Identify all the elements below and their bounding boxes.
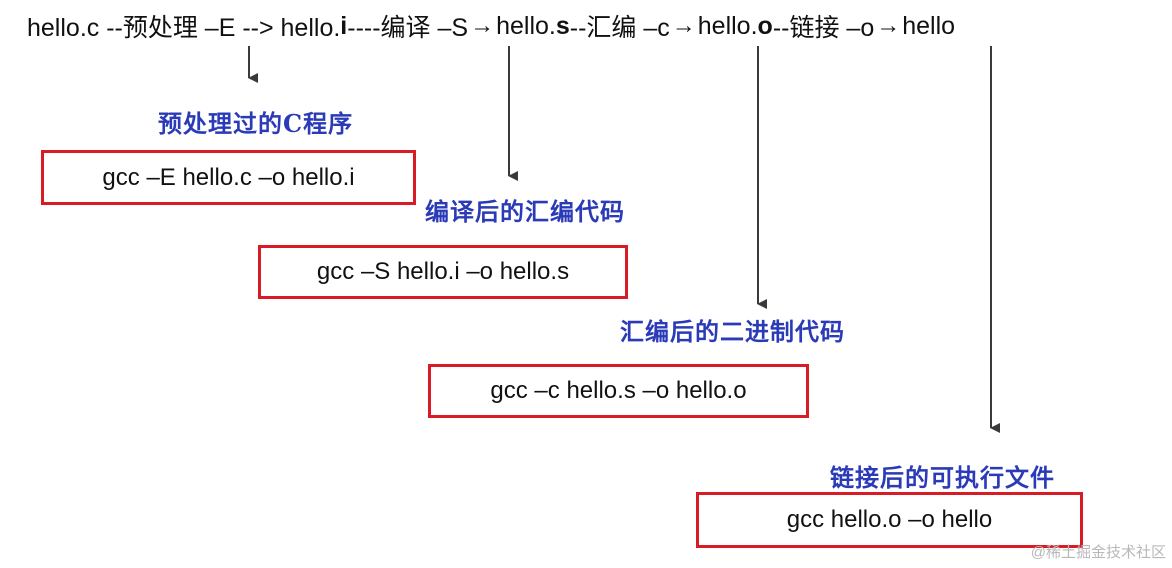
header-seg-s: s	[555, 11, 570, 40]
stage-label-link: 链接后的可执行文件	[830, 463, 1055, 492]
header-seg-hello-o: hello.	[697, 11, 758, 40]
right-arrow-icon: →	[470, 12, 495, 39]
header-seg-o: o	[757, 11, 773, 40]
header-seg-1: hello.c --预处理 –E --> hello.	[27, 14, 341, 42]
right-arrow-icon: →	[671, 12, 696, 39]
header-seg-assemble: --汇编 –c	[569, 14, 670, 42]
command-box-assemble: gcc –c hello.s –o hello.o	[428, 364, 809, 418]
right-arrow-icon: →	[876, 12, 901, 39]
header-seg-link: --链接 –o	[772, 14, 875, 42]
header-seg-hello: hello	[902, 11, 956, 40]
stage-label-preprocess: 预处理过的C程序	[158, 109, 354, 138]
command-box-compile: gcc –S hello.i –o hello.s	[258, 245, 628, 299]
header-seg-i: i	[340, 11, 348, 40]
command-box-link: gcc hello.o –o hello	[696, 492, 1083, 548]
header-seg-hello-s: hello.	[496, 11, 556, 40]
command-box-preprocess: gcc –E hello.c –o hello.i	[41, 150, 416, 205]
stage-label-assemble: 汇编后的二进制代码	[620, 317, 845, 346]
watermark: @稀土掘金技术社区	[1030, 544, 1166, 561]
header-seg-compile: ----编译 –S	[347, 14, 469, 42]
pipeline-header: hello.c --预处理 –E --> hello. i ----编译 –S …	[27, 8, 955, 44]
stage-label-compile: 编译后的汇编代码	[425, 197, 625, 226]
